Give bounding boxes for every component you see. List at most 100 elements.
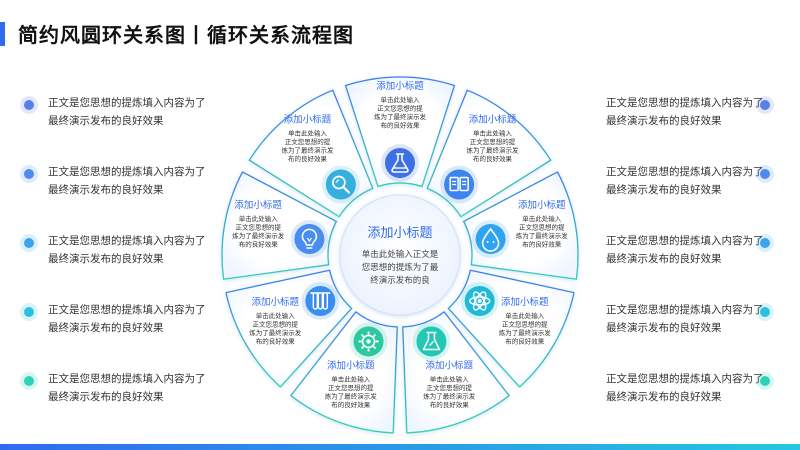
left-item-text: 正文是您思想的提炼填入内容为了最终演示发布的良好效果 [48,235,206,265]
book-icon [449,176,469,192]
flask-icon [391,153,409,173]
right-item-text: 正文是您思想的提炼填入内容为了最终演示发布的良好效果 [606,235,764,265]
segment-body-line: 炼为了最终演示发 [249,328,302,337]
icon-badge [444,169,475,200]
segment-title: 添加小标题 [501,296,549,308]
segment-body-line: 炼为了最终演示发 [374,112,427,121]
segment-body-line: 单击此处输入 [256,311,296,320]
segment-title: 添加小标题 [376,80,424,92]
segment-body-line: 单击此处输入 [430,374,470,383]
segment-body-line: 单击此处输入 [239,214,279,223]
segment-body-line: 布的良好效果 [505,337,544,346]
segment-body-line: 正文您思想的提 [285,137,331,146]
right-item-text: 正文是您思想的提炼填入内容为了最终演示发布的良好效果 [606,166,764,196]
gear-icon [358,331,379,352]
segment-body-line: 正文您思想的提 [253,320,299,329]
icon-badge [385,148,415,178]
segment-body-line: 炼为了最终演示发 [232,231,285,240]
segment-body-line: 正文您思想的提 [427,383,473,392]
left-item-text: 正文是您思想的提炼填入内容为了最终演示发布的良好效果 [48,373,206,403]
segment-body-line: 单击此处输入 [505,311,544,320]
segment-title: 添加小标题 [284,114,332,126]
segment-body-line: 布的良好效果 [430,400,470,409]
bottom-gradient-bar [0,444,800,450]
right-item-text: 正文是您思想的提炼填入内容为了最终演示发布的良好效果 [606,373,764,403]
segment-body-line: 炼为了最终演示发 [516,231,569,240]
segment-title: 添加小标题 [518,199,566,211]
segment-body-line: 布的良好效果 [331,400,371,409]
segment-body-line: 布的良好效果 [239,239,279,248]
bullet-dot [20,372,38,390]
bulb-icon [301,228,318,249]
page-title: 简约风圆环关系图丨循环关系流程图 [18,23,354,47]
segment-body-line: 布的良好效果 [256,337,296,346]
right-list-item: 正文是您思想的提炼填入内容为了最终演示发布的良好效果 [600,366,790,410]
segment-title: 添加小标题 [234,199,282,211]
segment-body-line: 单击此处输入 [381,95,421,104]
right-list-item: 正文是您思想的提炼填入内容为了最终演示发布的良好效果 [600,297,790,341]
title-accent-bar [0,22,5,46]
center-circle: 添加小标题 单击此处输入正文是 您思想的提炼为了最 终演示发布的良 [339,194,461,316]
left-item-text: 正文是您思想的提炼填入内容为了最终演示发布的良好效果 [48,166,206,196]
segment-body-line: 布的良好效果 [473,154,513,163]
right-item-text: 正文是您思想的提炼填入内容为了最终演示发布的良好效果 [606,304,764,334]
segment-body-line: 正文您思想的提 [502,320,548,329]
left-list-item: 正文是您思想的提炼填入内容为了最终演示发布的良好效果 [18,228,218,272]
atom-icon [468,291,491,311]
segment-body-line: 单击此处输入 [331,374,371,383]
center-body-line: 终演示发布的良 [370,275,430,286]
bullet-dot [756,372,774,390]
right-list-item: 正文是您思想的提炼填入内容为了最终演示发布的良好效果 [600,159,790,203]
bullet-dot [20,165,38,183]
left-item-text: 正文是您思想的提炼填入内容为了最终演示发布的良好效果 [48,97,206,127]
right-item-text: 正文是您思想的提炼填入内容为了最终演示发布的良好效果 [606,97,764,127]
center-body-line: 单击此处输入正文是 [362,249,439,260]
segment-body-line: 正文您思想的提 [470,137,516,146]
segment-body-line: 布的良好效果 [288,154,328,163]
center-title: 添加小标题 [367,226,432,241]
segment-body-line: 布的良好效果 [522,239,562,248]
ring-segment-shape [344,76,456,188]
segment-title: 添加小标题 [327,359,375,371]
bullet-dot [756,96,774,114]
segment-body-line: 炼为了最终演示发 [499,328,551,337]
segment-body-line: 正文您思想的提 [235,222,281,231]
segment-title: 添加小标题 [469,114,517,126]
bullet-dot [756,303,774,321]
icon-badge [416,326,447,357]
left-list-item: 正文是您思想的提炼填入内容为了最终演示发布的良好效果 [18,297,218,341]
segment-body-line: 炼为了最终演示发 [325,391,378,400]
segment-body-line: 单击此处输入 [522,214,562,223]
icon-badge [325,169,356,200]
ring-diagram: 添加小标题单击此处输入正文您思想的提炼为了最终演示发布的良好效果添加小标题单击此… [221,76,579,434]
bullet-dot [20,234,38,252]
right-list-item: 正文是您思想的提炼填入内容为了最终演示发布的良好效果 [600,90,790,134]
segment-body-line: 单击此处输入 [473,129,513,138]
segment-body-line: 布的良好效果 [381,121,421,130]
icon-badge [305,286,336,316]
left-item-text: 正文是您思想的提炼填入内容为了最终演示发布的良好效果 [48,304,206,334]
right-list-item: 正文是您思想的提炼填入内容为了最终演示发布的良好效果 [600,228,790,272]
segment-title: 添加小标题 [252,296,300,308]
left-list-item: 正文是您思想的提炼填入内容为了最终演示发布的良好效果 [18,159,218,203]
left-list-item: 正文是您思想的提炼填入内容为了最终演示发布的良好效果 [18,366,218,410]
drop-icon [481,227,500,252]
bullet-dot [20,96,38,114]
segment-body-line: 炼为了最终演示发 [467,146,520,155]
segment-body-line: 正文您思想的提 [519,222,565,231]
segment-body-line: 正文您思想的提 [377,104,423,113]
segment-body-line: 炼为了最终演示发 [281,146,334,155]
bullet-dot [756,165,774,183]
center-body-line: 您思想的提炼为了最 [362,262,439,273]
bullet-dot [20,303,38,321]
bullet-dot [756,234,774,252]
